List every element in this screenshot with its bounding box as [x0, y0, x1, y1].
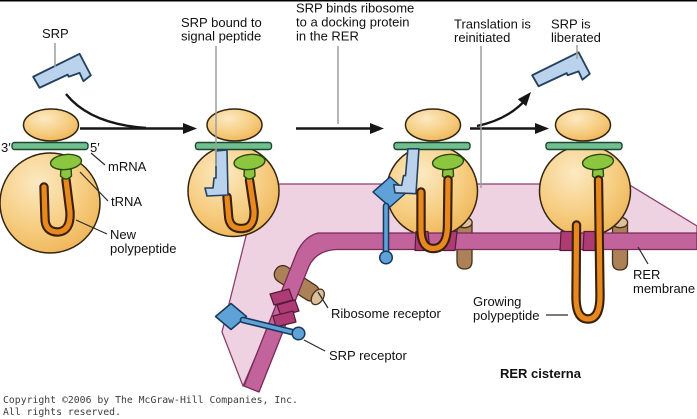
label-ribosome-receptor: Ribosome receptor: [331, 306, 441, 321]
arrowhead-step-1: [183, 123, 197, 134]
translocon-channel-flap: [269, 288, 300, 328]
arrowhead-srp-liberation: [517, 92, 531, 107]
srp-binding-curve-arrow: [65, 93, 147, 130]
caption-step5-line2: liberated: [551, 30, 601, 45]
small-subunit: [554, 108, 612, 142]
ribosome-2: [187, 108, 280, 238]
label-rer-membrane-line2: membrane: [633, 281, 695, 296]
caption-step5-line1: SRP is: [551, 17, 591, 32]
pointer-ribosome-receptor: [317, 291, 329, 309]
caption-step2-line1: SRP bound to: [181, 15, 262, 30]
ribosome-4: [538, 108, 632, 238]
arrowhead-step-2: [370, 123, 384, 134]
ribosome-3: [372, 108, 479, 238]
mrna-strand: [194, 141, 273, 151]
srp-receptor-flap: [214, 302, 306, 341]
caption-step3-line3: in the RER: [296, 29, 359, 44]
new-polypeptide-strand: [224, 177, 257, 232]
trna: [49, 153, 83, 171]
small-subunit: [404, 108, 462, 142]
label-trna: tRNA: [111, 194, 142, 209]
mrna-strand: [393, 141, 471, 151]
trna: [431, 153, 465, 171]
label-growing-polypeptide-line2: polypeptide: [473, 308, 540, 323]
mrna-strand: [11, 141, 89, 151]
label-new-polypeptide-line1: New: [110, 227, 137, 242]
ribosome-1: [0, 108, 101, 254]
large-subunit: [0, 152, 101, 254]
caption-step2-line2: signal peptide: [181, 29, 261, 44]
caption-step3-line1: SRP binds ribosome: [296, 1, 414, 16]
caption-srp: SRP: [42, 26, 69, 41]
pointer-new-polypeptide: [75, 219, 108, 235]
new-polypeptide-strand: [41, 177, 73, 235]
label-srp-receptor: SRP receptor: [329, 348, 407, 363]
rer-membrane-front-edge: [243, 232, 697, 393]
copyright-line2: All rights reserved.: [3, 407, 121, 418]
label-rer-membrane-line1: RER: [633, 267, 660, 282]
caption-step4-line2: reinitiated: [454, 30, 510, 45]
small-subunit: [206, 108, 263, 142]
pointer-srp-receptor: [303, 339, 326, 352]
copyright-line1: Copyright ©2006 by The McGraw-Hill Compa…: [3, 395, 298, 406]
label-five-prime: 5′: [90, 140, 100, 155]
label-mrna: mRNA: [108, 159, 147, 174]
srp-receptor-3: [378, 202, 394, 265]
caption-step3-line2: to a docking protein: [296, 15, 409, 30]
pointer-trna: [79, 171, 109, 202]
growing-polypeptide-strand: [573, 177, 603, 322]
label-rer-cisterna: RER cisterna: [500, 366, 582, 381]
label-three-prime: 3′: [1, 140, 11, 155]
mrna-strand: [545, 141, 623, 151]
polypeptide-strand-3: [418, 177, 451, 252]
trna: [581, 153, 615, 171]
caption-step4-line1: Translation is: [454, 17, 531, 32]
label-new-polypeptide-line2: polypeptide: [110, 241, 177, 256]
label-growing-polypeptide-line1: Growing: [473, 294, 521, 309]
small-subunit: [22, 108, 80, 142]
pointer-mrna: [90, 152, 106, 166]
trna: [233, 153, 266, 171]
pointer-rer-membrane: [637, 246, 649, 265]
arrowhead-step-3: [535, 123, 549, 134]
